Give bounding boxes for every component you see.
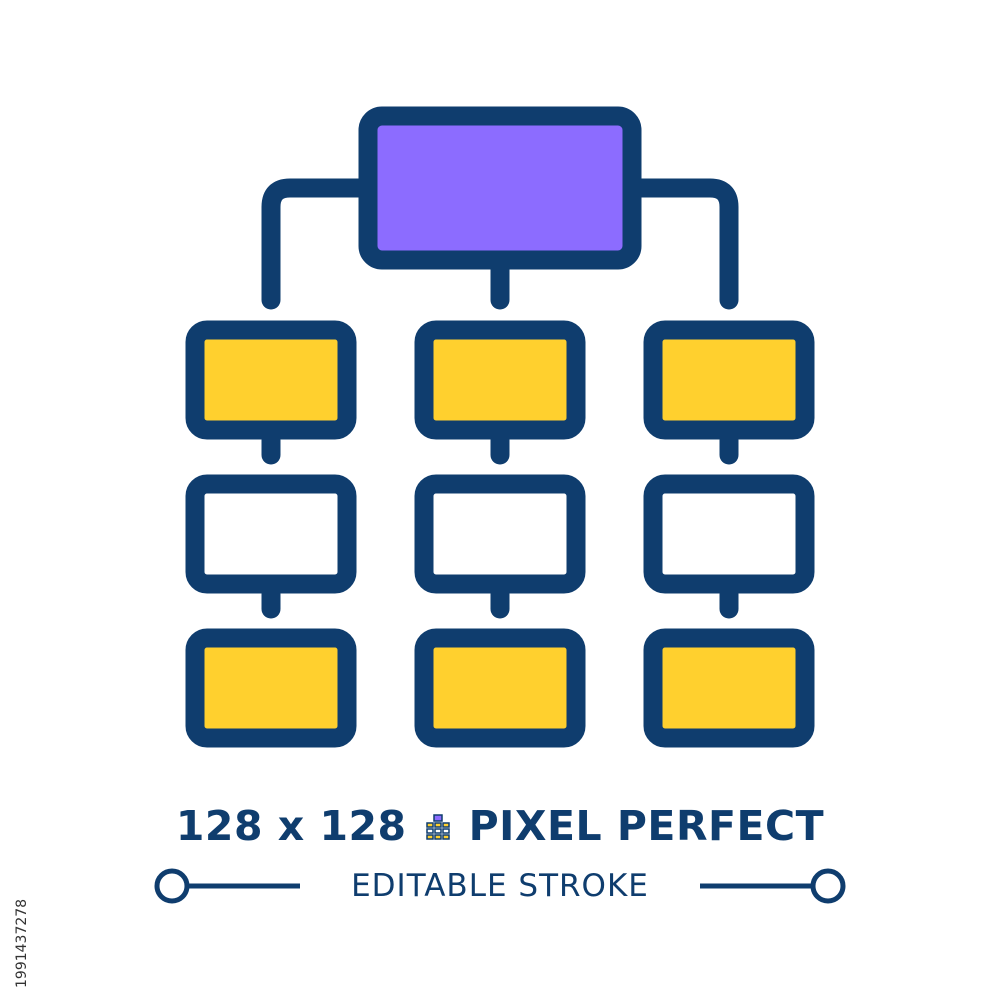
stock-id: 1991437278 <box>14 898 30 988</box>
pixel-grid-icon <box>425 802 451 850</box>
editable-stroke-row: EDITABLE STROKE <box>0 858 1000 914</box>
editable-stroke-line-right <box>700 868 846 904</box>
node-right-2 <box>643 474 815 594</box>
connector-root-left <box>261 178 372 310</box>
editable-stroke-line-left <box>154 868 300 904</box>
size-label: 128 x 128 <box>175 802 407 850</box>
child-node-grid <box>185 320 815 748</box>
node-right-3 <box>643 628 815 748</box>
node-left-2 <box>185 474 357 594</box>
root-node <box>358 106 642 270</box>
node-center-1 <box>414 320 586 440</box>
node-left-3 <box>185 628 357 748</box>
pixel-perfect-badge: 128 x 128 PIXEL PERFECT <box>0 796 1000 856</box>
pixel-perfect-label: PIXEL PERFECT <box>468 802 825 850</box>
connector-root-right <box>628 178 739 310</box>
node-left-1 <box>185 320 357 440</box>
node-right-1 <box>643 320 815 440</box>
diagram-connectors <box>261 178 739 619</box>
editable-stroke-label: EDITABLE STROKE <box>351 868 649 904</box>
node-center-3 <box>414 628 586 748</box>
node-center-2 <box>414 474 586 594</box>
